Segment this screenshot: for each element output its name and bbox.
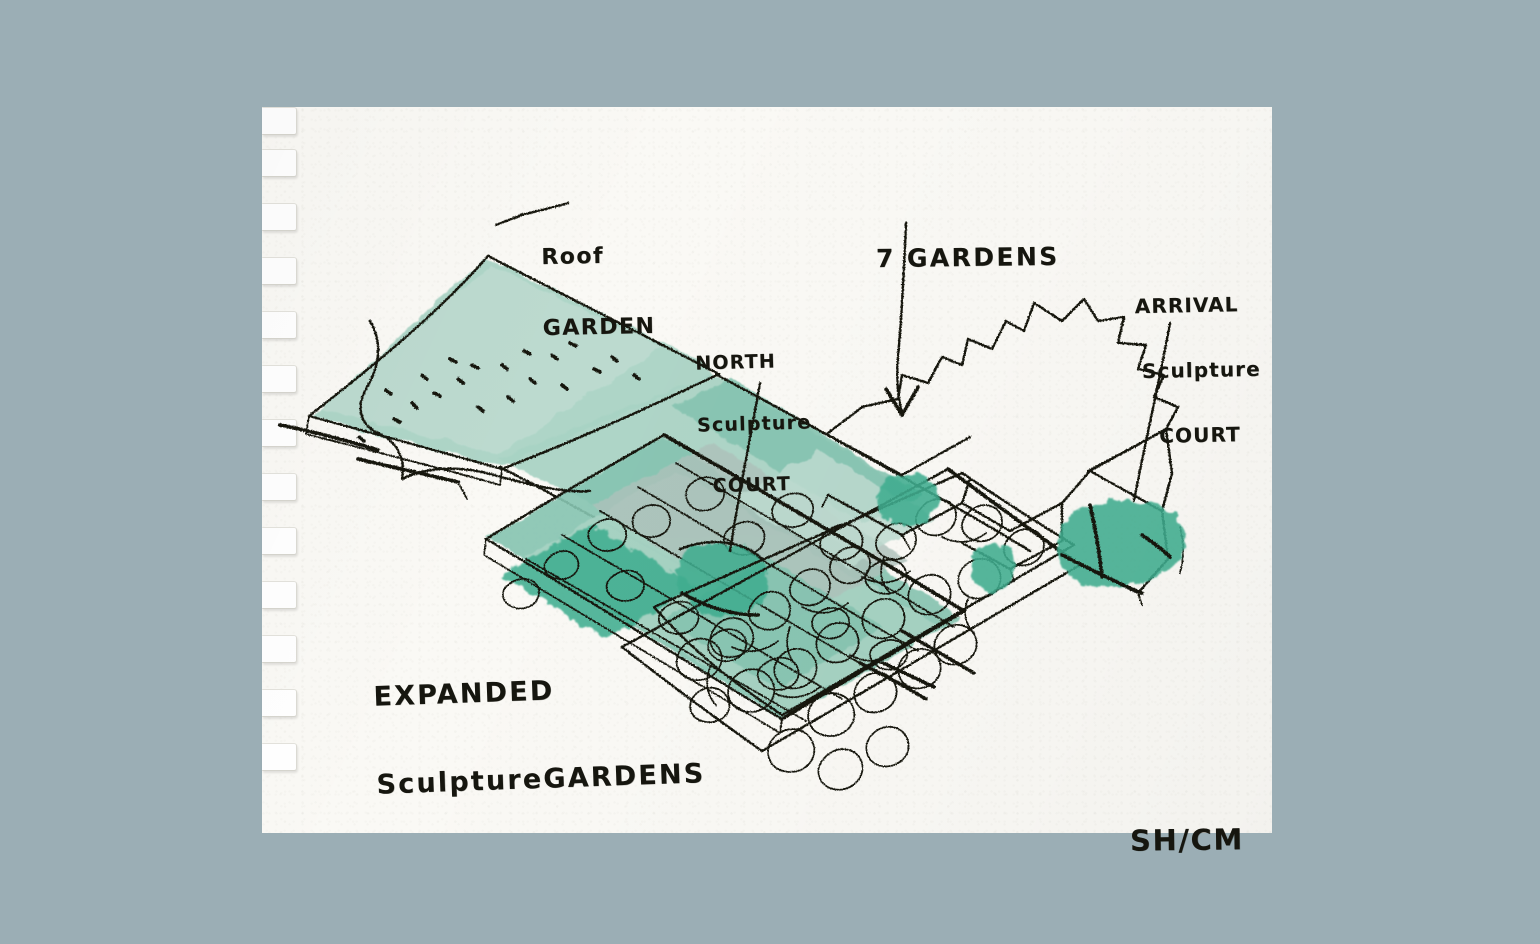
label-arrival-court-line1: ARRIVAL (1134, 292, 1239, 319)
label-arrival-sculpture-court: ARRIVAL Sculpture COURT (1134, 251, 1263, 491)
binder-hole (262, 203, 297, 231)
north-sculpture-court-patch (676, 540, 770, 617)
label-arrival-court-line2: Sculpture (1141, 356, 1262, 384)
label-roof-garden-line1: Roof (541, 243, 605, 270)
leader-lines (359, 201, 1172, 553)
label-arrival-court-line3: COURT (1159, 421, 1242, 448)
binder-hole (262, 473, 297, 501)
arrow-seven-gardens (884, 221, 920, 417)
label-north-court-line1: NORTH (694, 350, 777, 375)
brace-expanded-gardens (359, 319, 592, 493)
binder-hole (262, 257, 297, 285)
leader-arrival-court (1132, 321, 1172, 503)
label-expanded-sculpture-gardens: EXPANDED SculptureGARDENS (371, 613, 708, 858)
leader-north-court (728, 381, 762, 553)
binder-hole (262, 311, 297, 339)
binder-hole (262, 365, 297, 393)
architectural-sketch: .ink { fill:none; stroke:#16160f; stroke… (278, 201, 1186, 791)
label-seven-gardens-text: 7 GARDENS (875, 241, 1060, 274)
label-expanded-line1: EXPANDED (373, 675, 555, 714)
binder-hole (262, 149, 297, 177)
label-roof-garden: Roof GARDEN (540, 196, 656, 388)
binder-hole (262, 581, 297, 609)
label-north-court-line3: COURT (712, 473, 792, 498)
signature-text: SH/CM (1129, 821, 1245, 858)
label-expanded-line2: SculptureGARDENS (376, 758, 706, 801)
leader-roof-garden (518, 201, 570, 217)
label-north-sculpture-court: NORTH Sculpture COURT (694, 309, 815, 538)
label-roof-garden-line2: GARDEN (542, 313, 656, 341)
label-north-court-line2: Sculpture (696, 410, 812, 437)
binder-hole (262, 743, 297, 771)
sketchbook-page: .ink { fill:none; stroke:#16160f; stroke… (262, 107, 1272, 857)
signature: SH/CM (1129, 761, 1245, 919)
seven-gardens-blocks (821, 297, 1186, 606)
binder-hole (262, 635, 297, 663)
binder-hole (262, 689, 297, 717)
binder-hole (262, 107, 297, 135)
label-seven-gardens: 7 GARDENS (875, 189, 1060, 326)
binder-hole (262, 527, 297, 555)
